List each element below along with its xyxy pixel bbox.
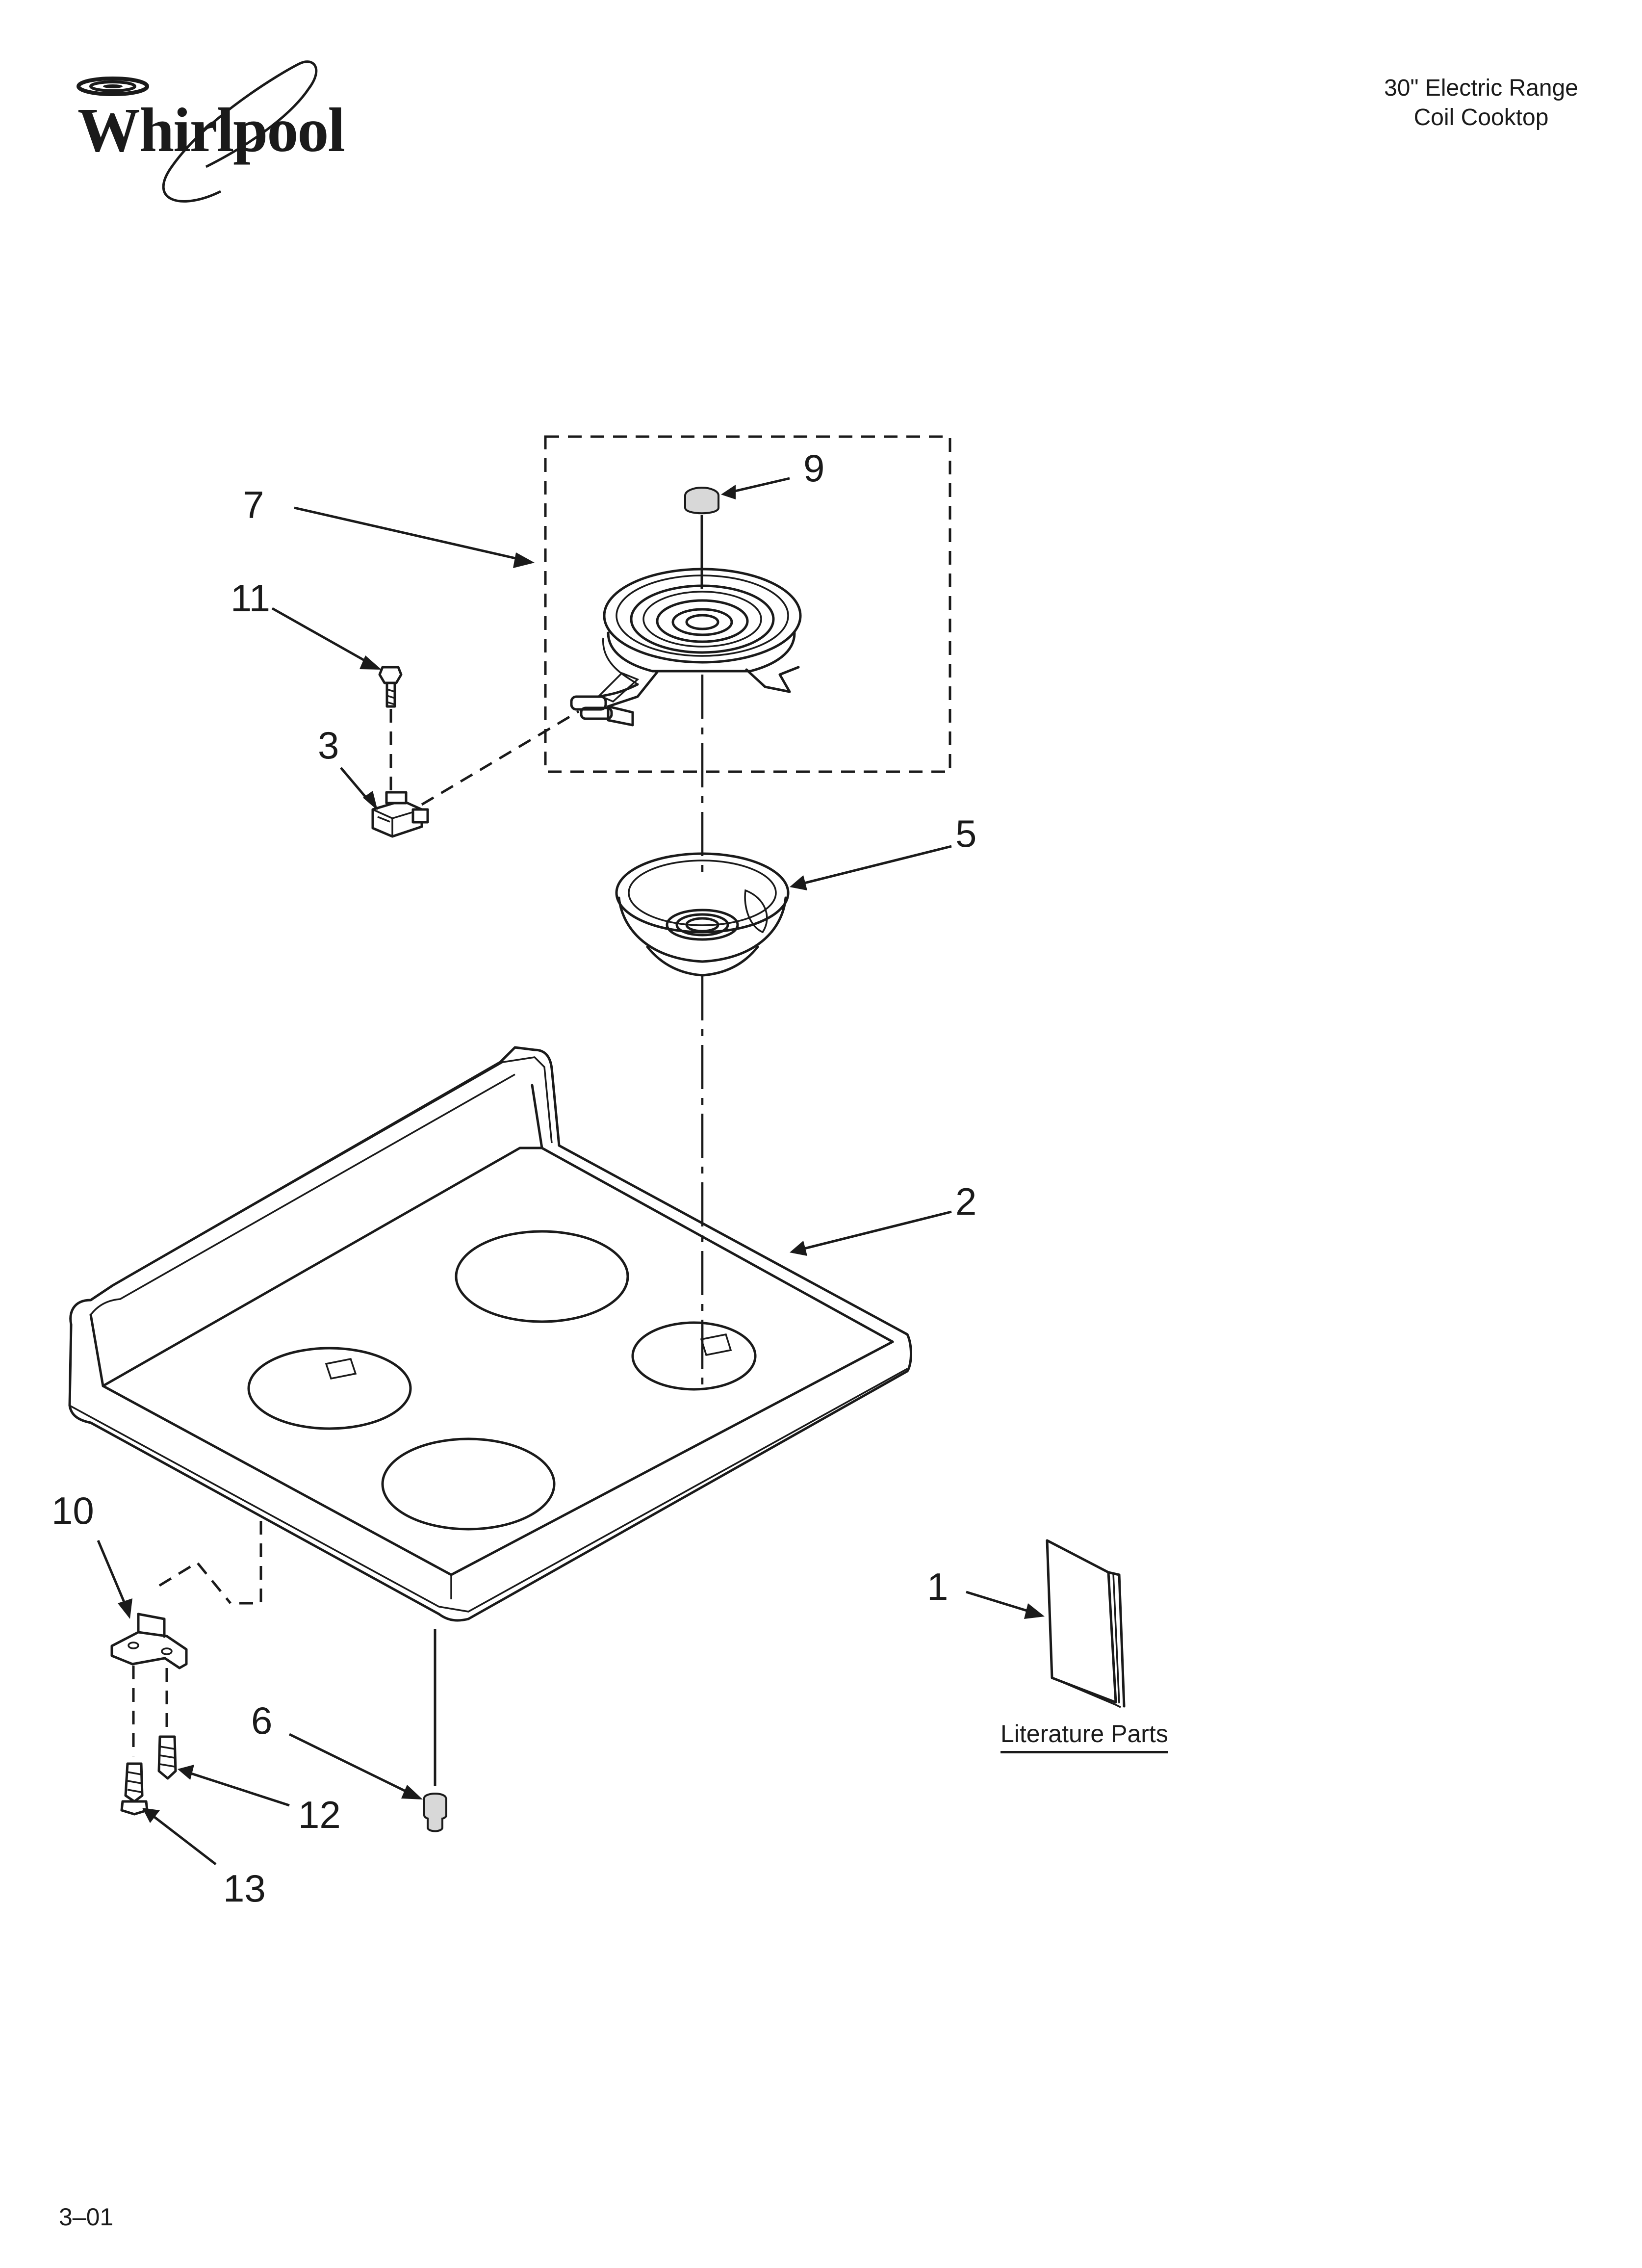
diagram-title-line1: 30" Electric Range — [1384, 75, 1578, 101]
terminal-block — [371, 791, 429, 838]
callout-2: 2 — [955, 1180, 977, 1223]
brand-name: Whirlpool — [77, 95, 345, 165]
callout-1: 1 — [927, 1565, 949, 1608]
callout-7: 7 — [243, 483, 264, 526]
terminal-screw — [378, 666, 403, 795]
cooktop-brace — [110, 1521, 262, 1756]
brace-screw-13 — [120, 1762, 149, 1816]
drip-bowl — [615, 852, 790, 977]
whirlpool-logo — [59, 54, 343, 216]
callout-5: 5 — [955, 812, 977, 855]
literature-parts-caption: Literature Parts — [1001, 1720, 1168, 1753]
callout-3: 3 — [318, 724, 339, 767]
literature-booklet — [1046, 1539, 1126, 1708]
callout-6: 6 — [251, 1699, 273, 1742]
callout-12: 12 — [298, 1793, 341, 1836]
diagram-title: 30" Electric Range Coil Cooktop — [1384, 74, 1578, 132]
cooktop-panel — [68, 1046, 912, 1622]
callout-13: 13 — [223, 1867, 266, 1910]
element-cap — [684, 487, 719, 589]
element-assembly-box — [544, 435, 951, 773]
callout-11: 11 — [231, 576, 270, 620]
leveling-foot — [423, 1629, 447, 1832]
whirlpool-swirl-icon — [77, 60, 318, 203]
brace-screw-12 — [157, 1735, 177, 1780]
callout-10: 10 — [51, 1489, 94, 1532]
page-code: 3–01 — [59, 2203, 114, 2231]
terminal-connection-line — [421, 710, 580, 806]
surface-element-coil — [570, 568, 802, 727]
diagram-title-line2: Coil Cooktop — [1413, 104, 1549, 130]
leader-lines — [97, 477, 1045, 1865]
callout-9: 9 — [803, 446, 825, 490]
